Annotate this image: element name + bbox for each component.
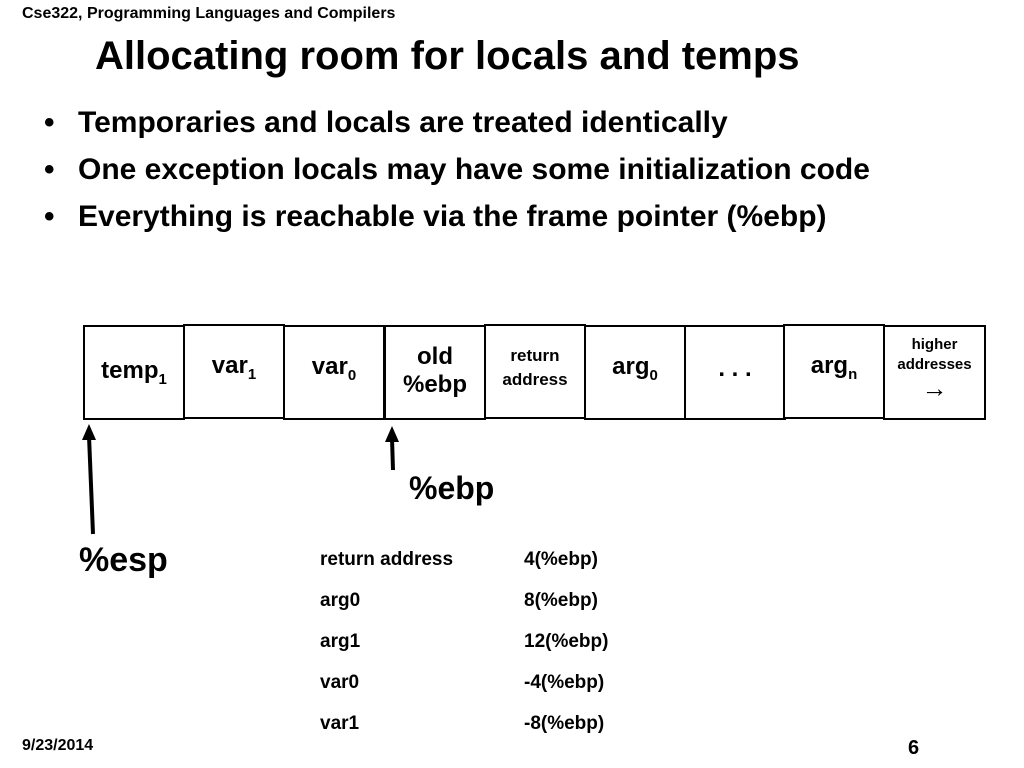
offset-name: var1 (320, 713, 360, 734)
offset-name: arg0 (320, 590, 361, 611)
cell-subscript: 1 (158, 370, 167, 388)
offset-value: 8(%ebp) (524, 590, 598, 611)
bullet-list: • Temporaries and locals are treated ide… (44, 104, 944, 245)
esp-arrow-icon (82, 424, 96, 535)
ebp-label: %ebp (409, 470, 495, 506)
course-header: Cse322, Programming Languages and Compil… (22, 5, 396, 22)
offset-name: arg1 (320, 631, 361, 652)
slide-title: Allocating room for locals and temps (95, 34, 800, 78)
bullet-marker: • (44, 153, 55, 186)
bullet-item: • Everything is reachable via the frame … (44, 198, 944, 235)
cell-line1: higher (911, 335, 958, 353)
offset-value: -8(%ebp) (524, 713, 605, 734)
stack-cell-var1: var1 (183, 324, 285, 419)
offset-value: 12(%ebp) (524, 631, 609, 652)
cell-line1: old (416, 342, 453, 370)
page-number: 6 (908, 737, 920, 759)
cell-text: . . . (718, 354, 752, 382)
cell-line2: %ebp (402, 370, 467, 398)
bullet-text: One exception locals may have some initi… (78, 153, 870, 186)
bullet-item: • One exception locals may have some ini… (44, 151, 944, 188)
bullet-item: • Temporaries and locals are treated ide… (44, 104, 944, 141)
ebp-arrow-icon (385, 426, 399, 471)
bullet-text: Temporaries and locals are treated ident… (78, 106, 728, 139)
cell-subscript: 1 (247, 365, 257, 383)
cell-line1: return (510, 345, 560, 365)
cell-line2: addresses (897, 355, 972, 373)
cell-subscript: 0 (649, 366, 658, 384)
bullet-marker: • (44, 200, 55, 233)
offset-value: 4(%ebp) (524, 549, 598, 570)
cell-base: temp (101, 357, 159, 385)
right-arrow-icon: → (921, 372, 948, 403)
offset-value: -4(%ebp) (524, 672, 605, 693)
stack-cell-ellipsis: . . . (684, 325, 786, 420)
cell-subscript: 0 (347, 366, 357, 384)
cell-base: var (311, 353, 348, 381)
bullet-text: Everything is reachable via the frame po… (78, 200, 827, 233)
cell-subscript: n (848, 365, 858, 383)
stack-cell-arg0: arg0 (584, 325, 686, 420)
esp-label: %esp (79, 541, 168, 579)
cell-base: arg (612, 353, 650, 381)
cell-base: var (211, 352, 248, 380)
stack-cell-old-ebp: old %ebp (384, 325, 486, 420)
stack-cell-argn: argn (783, 324, 885, 419)
cell-base: arg (810, 352, 849, 380)
stack-cell-higher-addresses: higher addresses → (883, 325, 986, 420)
slide-date: 9/23/2014 (22, 737, 94, 754)
bullet-marker: • (44, 106, 55, 139)
offset-name: var0 (320, 672, 360, 693)
offset-name: return address (320, 549, 454, 570)
stack-cell-return-address: return address (484, 324, 586, 419)
cell-line2: address (502, 369, 568, 389)
